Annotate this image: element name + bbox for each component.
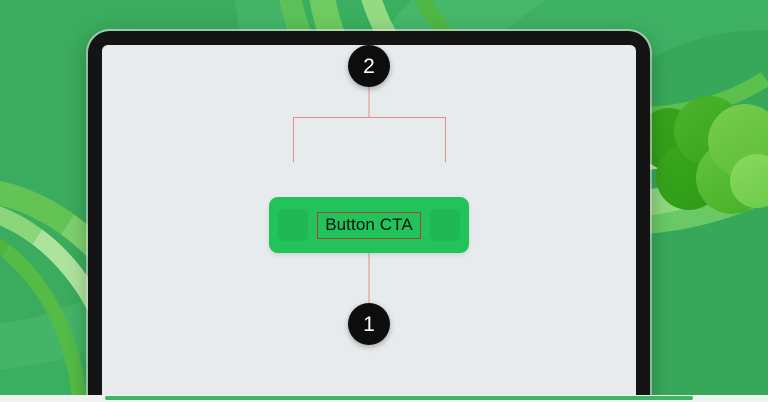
annotation-badge-2[interactable]: 2 xyxy=(348,45,390,87)
clover-lobe-6 xyxy=(730,154,768,208)
annotation-leader-line-top xyxy=(368,85,370,118)
cta-label-outline: Button CTA xyxy=(317,211,421,239)
annotation-leader-line-bottom xyxy=(368,225,370,309)
clover-blob-icon xyxy=(634,96,768,216)
annotation-width-bracket xyxy=(293,117,445,118)
padding-indicator-right xyxy=(430,209,460,241)
annotation-badge-1[interactable]: 1 xyxy=(348,303,390,345)
tablet-screen: Button CTA 2 1 xyxy=(102,45,636,402)
cta-button[interactable]: Button CTA xyxy=(269,197,469,253)
annotation-badge-2-number: 2 xyxy=(363,54,375,78)
padding-indicator-left xyxy=(278,209,308,241)
annotation-badge-1-number: 1 xyxy=(363,312,375,336)
annotation-bracket-tick-right xyxy=(445,117,446,162)
annotation-bracket-tick-left xyxy=(293,117,294,162)
bottom-green-strip xyxy=(105,396,693,400)
tablet-device-frame: Button CTA 2 1 xyxy=(88,31,650,402)
cta-button-label: Button CTA xyxy=(325,214,413,234)
